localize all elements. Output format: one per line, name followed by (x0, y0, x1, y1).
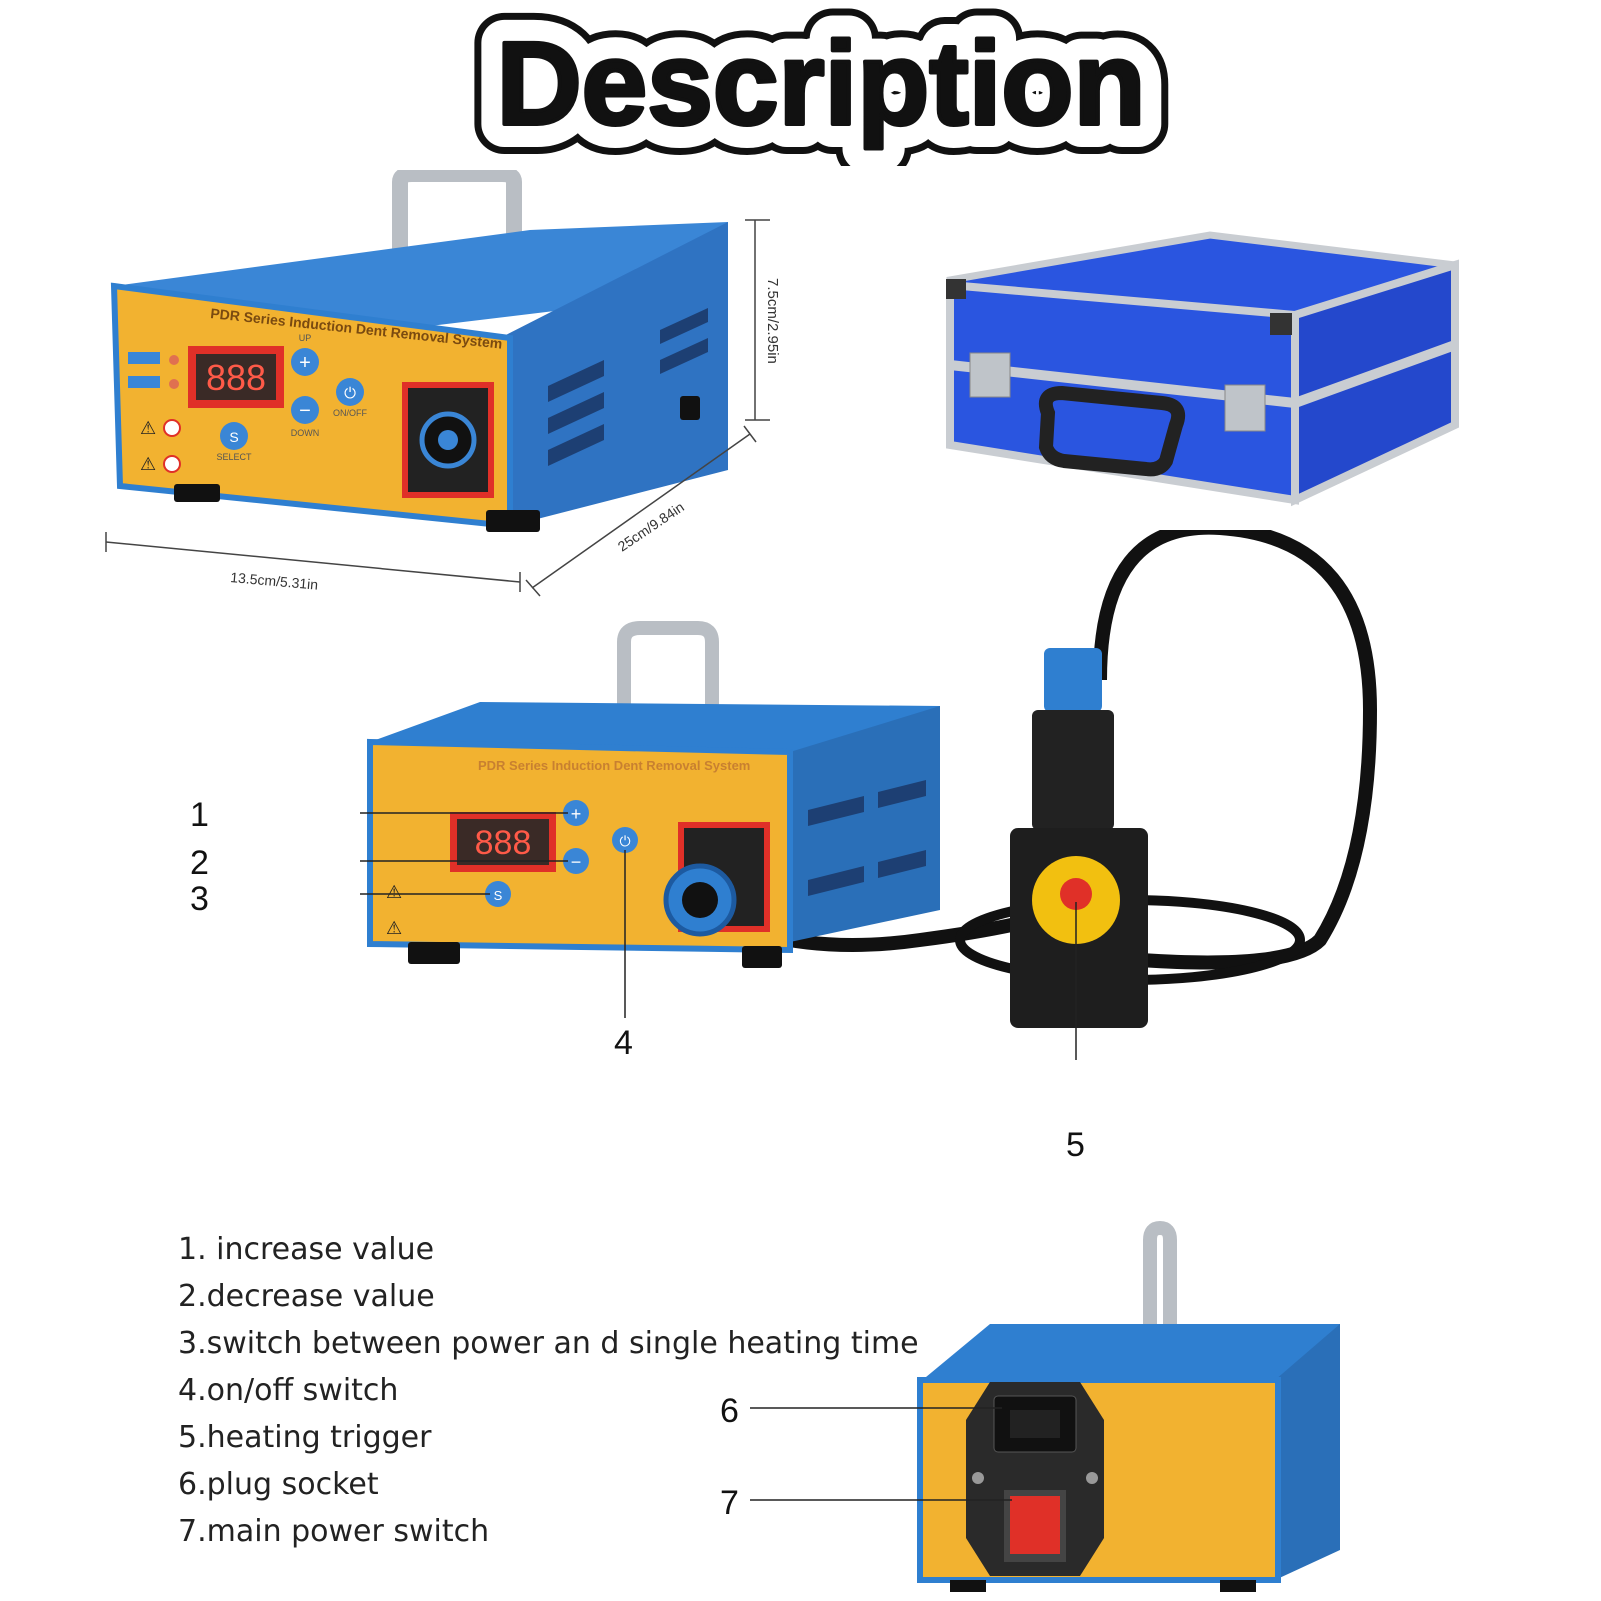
connector-body (1032, 710, 1114, 830)
plus-icon: + (299, 352, 311, 374)
connector-blue (1044, 648, 1102, 712)
foot-right (486, 510, 540, 532)
screw-left (972, 1472, 984, 1484)
side-vents (548, 308, 708, 466)
carry-handle-front (617, 621, 719, 710)
legend-item-3: 3.switch between power an d single heati… (178, 1326, 919, 1361)
side-vents-front (808, 780, 926, 896)
minus-icon: − (299, 400, 311, 422)
select-button[interactable] (220, 422, 248, 450)
case-side-rear (1275, 1324, 1340, 1580)
carry-handle (392, 170, 522, 290)
corner-cap-1 (946, 279, 966, 299)
legend-item-7: 7.main power switch (178, 1514, 490, 1549)
case-handle[interactable] (1038, 385, 1186, 477)
callout-lines (360, 812, 1077, 1060)
callout-6: 6 (720, 1392, 739, 1430)
dimension-lines (105, 219, 770, 597)
warning-icon-front-1: ⚠ (386, 882, 402, 902)
page-title-banner: Description Description Description (436, 0, 1206, 180)
display-digits-front: 888 (475, 824, 532, 862)
up-label: UP (299, 333, 312, 343)
indicator-led-1 (169, 355, 179, 365)
up-button[interactable] (291, 348, 319, 376)
latch-left[interactable] (969, 352, 1011, 398)
cable-loop (1093, 530, 1378, 970)
warning-icon-front-2: ⚠ (386, 918, 402, 938)
callout-1: 1 (190, 796, 209, 834)
unit-dimensions-photo: PDR Series Induction Dent Removal System… (105, 170, 781, 597)
foot-front-left (408, 942, 460, 964)
foot-front-right (742, 946, 782, 968)
prohibit-icon-1 (163, 419, 181, 437)
case-seam-side (1293, 340, 1457, 408)
unit-callouts-photo: PDR Series Induction Dent Removal System… (360, 530, 1378, 1060)
foot-rear-left (950, 1580, 986, 1592)
case-top-front (370, 702, 940, 752)
onoff-label: ON/OFF (333, 408, 367, 418)
latch-right[interactable] (1224, 384, 1266, 432)
foot-back (680, 396, 700, 420)
unit-rear-photo (750, 1220, 1340, 1592)
onoff-button-front[interactable] (612, 827, 638, 853)
rear-callout-lines (750, 1407, 1012, 1501)
plus-icon-front: + (571, 804, 582, 824)
main-power-switch[interactable] (1010, 1496, 1060, 1554)
legend-item-4: 4.on/off switch (178, 1373, 399, 1408)
feature-legend: 1. increase value 2.decrease value 3.swi… (178, 1226, 919, 1555)
legend-item-6: 6.plug socket (178, 1467, 379, 1502)
corner-cap-2 (1270, 313, 1292, 335)
page-title: Description (496, 18, 1145, 150)
plug-core (682, 882, 718, 918)
down-button[interactable] (291, 396, 319, 424)
brand-line-front: PDR Series Induction Dent Removal System (478, 758, 750, 773)
up-button-front[interactable] (563, 800, 589, 826)
plug-socket-pins (1010, 1410, 1060, 1438)
title-white-band: Description (496, 18, 1145, 150)
connector-core (438, 430, 458, 450)
warning-icon-2: ⚠ (140, 454, 156, 474)
select-key-front: S (494, 888, 503, 903)
callout-7: 7 (720, 1484, 739, 1522)
select-label: SELECT (216, 452, 252, 462)
display-digits: 888 (206, 357, 266, 398)
indicator-label-1 (128, 352, 160, 364)
display-screen (196, 354, 276, 400)
carry-case-photo (946, 231, 1459, 507)
screw-right (1086, 1472, 1098, 1484)
onoff-button[interactable] (336, 378, 364, 406)
foot-rear-right (1220, 1580, 1256, 1592)
dimension-width-label: 13.5cm/5.31in (230, 569, 319, 593)
down-button-front[interactable] (563, 848, 589, 874)
power-icon-front: ⏻ (619, 833, 630, 849)
carry-handle-rear (1143, 1220, 1177, 1370)
legend-item-1: 1. increase value (178, 1232, 435, 1267)
callout-2: 2 (190, 844, 209, 882)
indicator-label-2 (128, 376, 160, 388)
warning-icon-1: ⚠ (140, 418, 156, 438)
case-top-rear (920, 1324, 1340, 1392)
case-side (1291, 259, 1459, 507)
legend-item-5: 5.heating trigger (178, 1420, 432, 1455)
title-svg: Description Description Description (466, 0, 1175, 180)
foot-left (174, 484, 220, 502)
down-label: DOWN (291, 428, 320, 438)
indicator-led-2 (169, 379, 179, 389)
callout-5: 5 (1066, 1126, 1085, 1164)
callout-3: 3 (190, 880, 209, 918)
select-key: S (229, 429, 238, 445)
dimension-height-label: 7.5cm/2.95in (764, 278, 781, 364)
heating-trigger-button[interactable] (1060, 878, 1092, 910)
callout-4: 4 (614, 1024, 633, 1062)
legend-item-2: 2.decrease value (178, 1279, 435, 1314)
power-icon: ⏻ (344, 385, 356, 402)
minus-icon-front: − (571, 852, 582, 872)
select-button-front[interactable] (485, 881, 511, 907)
display-screen-front (457, 819, 549, 865)
prohibit-icon-2 (163, 455, 181, 473)
